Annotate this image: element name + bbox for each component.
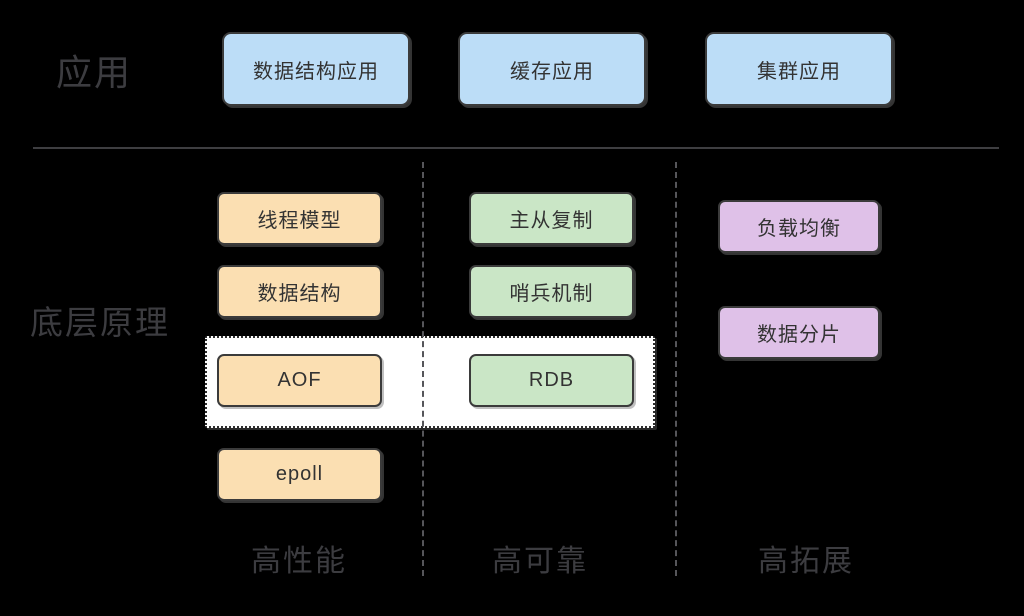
column-divider-1: [422, 162, 424, 576]
principle-box-load-balancing: 负载均衡: [718, 200, 880, 253]
principle-box-data-sharding-label: 数据分片: [757, 324, 841, 346]
principle-box-sentinel-label: 哨兵机制: [509, 283, 594, 305]
principle-box-aof: AOF: [217, 354, 382, 407]
app-box-cache: 缓存应用: [458, 32, 646, 106]
principle-box-sentinel: 哨兵机制: [469, 265, 634, 318]
principle-box-load-balancing-label: 负载均衡: [757, 218, 841, 240]
principle-box-epoll-label: epoll: [275, 463, 324, 485]
principle-box-rdb-label: RDB: [528, 369, 575, 391]
principle-box-thread-model: 线程模型: [217, 192, 382, 245]
principle-box-master-slave: 主从复制: [469, 192, 634, 245]
principle-section-label: 底层原理: [30, 304, 170, 341]
principle-box-thread-model-label: 线程模型: [257, 210, 342, 232]
column-footer-high-scalability: 高拓展: [758, 545, 854, 578]
section-divider-line: [33, 147, 999, 149]
principle-box-data-sharding: 数据分片: [718, 306, 880, 359]
principle-box-master-slave-label: 主从复制: [509, 210, 594, 232]
app-box-data-structure: 数据结构应用: [222, 32, 410, 106]
app-box-cluster: 集群应用: [705, 32, 893, 106]
column-footer-high-reliability: 高可靠: [492, 545, 588, 578]
principle-box-aof-label: AOF: [277, 369, 322, 391]
principle-box-epoll: epoll: [217, 448, 382, 501]
column-divider-2: [675, 162, 677, 576]
column-footer-high-performance: 高性能: [251, 545, 347, 578]
app-section-label: 应用: [56, 52, 133, 93]
app-box-cluster-label: 集群应用: [757, 60, 841, 83]
principle-box-data-structure-label: 数据结构: [257, 283, 342, 305]
app-box-cache-label: 缓存应用: [510, 60, 594, 83]
principle-box-data-structure: 数据结构: [217, 265, 382, 318]
app-box-data-structure-label: 数据结构应用: [253, 60, 379, 83]
principle-box-rdb: RDB: [469, 354, 634, 407]
